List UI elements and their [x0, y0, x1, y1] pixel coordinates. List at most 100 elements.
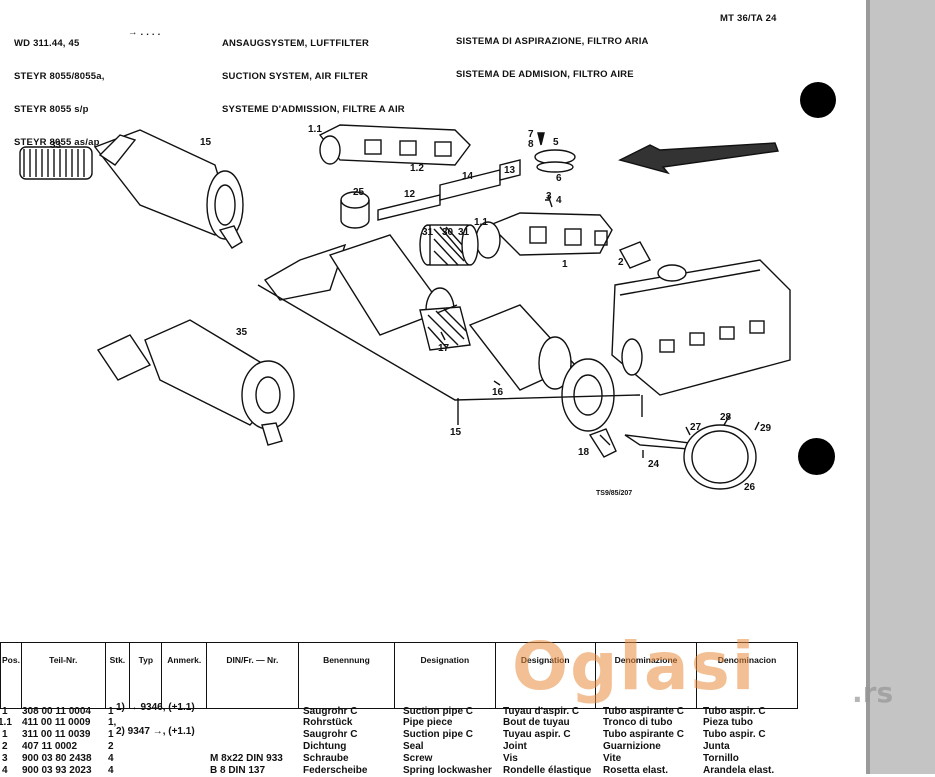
row-name-it: Tubo aspirante C: [603, 729, 684, 740]
callout: 33: [50, 140, 62, 151]
catalog-page: WD 311.44, 45 STEYR 8055/8055a, STEYR 80…: [0, 13, 866, 776]
callout: 18: [578, 447, 590, 458]
row-part-number: 311 00 11 0039: [22, 729, 91, 740]
row-part-number: 411 00 11 0009: [22, 717, 91, 728]
row-name-de: Saugrohr C: [303, 729, 358, 740]
filter-element: [419, 224, 479, 266]
row-name-de: Schraube: [303, 753, 349, 764]
callout: 24: [648, 459, 660, 470]
table-row: 2 407 11 0002 2 Dichtung Seal Joint Guar…: [0, 741, 866, 753]
title-block-left: ANSAUGSYSTEM, LUFTFILTER SUCTION SYSTEM,…: [222, 16, 405, 137]
row-name-it: Guarnizione: [603, 741, 661, 752]
title-german: ANSAUGSYSTEM, LUFTFILTER: [222, 38, 370, 49]
scan-margin: [866, 0, 935, 774]
table-row: 1 308 00 11 0004 1 1) → 9346, (+1.1) Sau…: [0, 702, 866, 718]
model-line-1: WD 311.44, 45: [14, 38, 80, 49]
direction-arrow: [618, 142, 779, 175]
table-row: 1.1 411 00 11 0009 1, Rohrstück Pipe pie…: [0, 717, 866, 729]
callout: 3: [546, 191, 552, 202]
row-qty: 4: [108, 753, 114, 764]
row-name-it: Vite: [603, 753, 622, 764]
col-part-number: Teil-Nr.: [20, 642, 106, 709]
col-name-it: Denominazione: [594, 642, 698, 709]
row-name-de: Rohrstück: [303, 717, 353, 728]
row-name-en: Spring lockwasher: [403, 765, 492, 776]
row-name-it: Tubo aspirante C: [603, 706, 684, 717]
row-pos: 3: [2, 753, 8, 764]
row-name-fr: Joint: [503, 741, 527, 752]
callout: 15: [200, 137, 212, 148]
row-qty: 1,: [108, 717, 117, 728]
row-name-fr: Rondelle élastique: [503, 765, 592, 776]
row-qty: 2: [108, 741, 114, 752]
air-filter-lower: [96, 319, 295, 446]
row-name-fr: Tuyau aspir. C: [503, 729, 571, 740]
col-type: Typ: [129, 642, 163, 709]
air-filter-main: [257, 234, 641, 458]
table-row: 1 311 00 11 0039 1 2) 9347 →, (+1.1) Sau…: [0, 726, 866, 741]
callout: 13: [504, 165, 516, 176]
callout: 29: [760, 423, 772, 434]
row-name-en: Pipe piece: [403, 717, 453, 728]
row-name-es: Tubo aspir. C: [703, 729, 766, 740]
callout: 30: [442, 227, 454, 238]
row-din: M 8x22 DIN 933: [210, 753, 283, 764]
callout: 2: [618, 257, 624, 268]
col-name-es: Denominacion: [696, 642, 798, 709]
watermark-logo: Oglasi: [512, 628, 757, 705]
row-name-it: Tronco di tubo: [603, 717, 673, 728]
callout: 17: [438, 343, 450, 354]
callout: 26: [744, 482, 756, 493]
callout: 16: [492, 387, 504, 398]
row-part-number: 308 00 11 0004: [22, 706, 91, 717]
col-name-fr: Designation: [494, 642, 596, 709]
row-part-number: 900 03 93 2023: [22, 765, 92, 776]
row-name-es: Tubo aspir. C: [703, 706, 766, 717]
row-pos: 1.1: [0, 717, 12, 728]
callout: 27: [690, 422, 702, 433]
model-list: WD 311.44, 45 STEYR 8055/8055a, STEYR 80…: [14, 16, 105, 170]
col-din: DIN/Fr. — Nr.: [206, 642, 299, 709]
row-name-en: Screw: [403, 753, 433, 764]
row-name-fr: Tuyau d'aspir. C: [503, 706, 580, 717]
callout: 15: [450, 427, 462, 438]
callout: 6: [556, 173, 562, 184]
row-name-fr: Vis: [503, 753, 518, 764]
row-name-it: Rosetta elast.: [603, 765, 669, 776]
row-pos: 1: [2, 729, 8, 740]
callout: 1.1: [308, 124, 322, 135]
watermark-tld: .rs: [852, 676, 894, 709]
row-part-number: 407 11 0002: [22, 741, 78, 752]
callout: 1: [562, 259, 568, 270]
row-din: B 8 DIN 137: [210, 765, 266, 776]
callout-labels: 33 15 1.1 1.2 25 12 14 13 7 5 8 6 3 4 31…: [50, 124, 772, 497]
row-part-number: 900 03 80 2438: [22, 753, 92, 764]
model-line-4: STEYR 8055 as/ap: [14, 137, 100, 148]
callout: 14: [462, 171, 474, 182]
page-code: MT 36/TA 24: [720, 13, 777, 24]
col-qty: Stk.: [104, 642, 131, 709]
gasket-strips: [377, 159, 521, 221]
table-row: 3 900 03 80 2438 4 M 8x22 DIN 933 Schrau…: [0, 753, 866, 765]
title-italian: SISTEMA DI ASPIRAZIONE, FILTRO ARIA: [456, 36, 649, 47]
intake-manifold-lower: [475, 212, 613, 259]
model-line-2: STEYR 8055/8055a,: [14, 71, 105, 82]
callout: 8: [528, 139, 534, 150]
row-name-en: Seal: [403, 741, 424, 752]
row-qty: 1: [108, 706, 114, 717]
callout: 4: [556, 195, 562, 206]
mounting-band: [624, 421, 760, 490]
binder-hole-bottom: [798, 438, 835, 475]
cap-part: [340, 191, 370, 229]
row-name-de: Federscheibe: [303, 765, 368, 776]
model-continuation-arrow: → . . . .: [128, 27, 161, 38]
callout: 7: [528, 129, 534, 140]
callout: 31: [458, 227, 470, 238]
row-remark: 1) → 9346, (+1.1): [116, 702, 195, 713]
col-remark: Anmerk.: [161, 642, 207, 709]
callout: 1.2: [410, 163, 424, 174]
drawing-number: TS9/85/207: [596, 490, 632, 497]
callout: 5: [553, 137, 559, 148]
col-name-de: Benennung: [297, 642, 396, 709]
row-name-es: Pieza tubo: [703, 717, 754, 728]
